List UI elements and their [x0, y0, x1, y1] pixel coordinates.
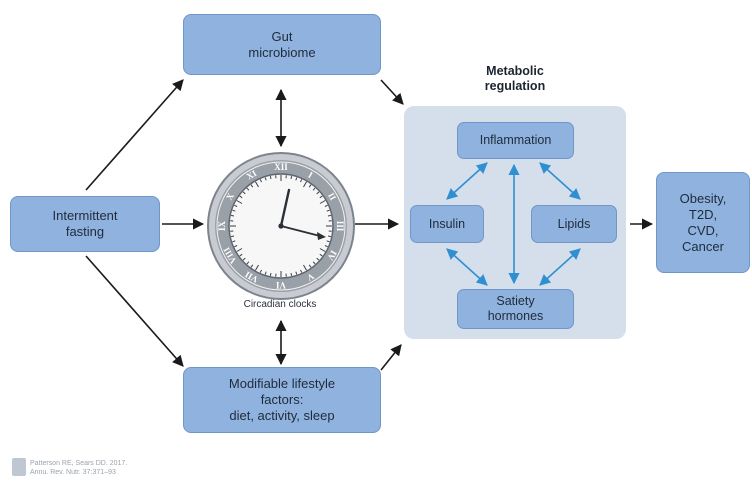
credit-line-2: Annu. Rev. Nutr. 37:371–93 — [30, 469, 116, 476]
clock-tick — [232, 209, 236, 212]
clock-tick — [326, 240, 330, 243]
clock-tick — [242, 191, 246, 195]
lifestyle-factors-box: Modifiable lifestyle factors: diet, acti… — [183, 367, 381, 433]
arrow-lifestyle-to-metabolic — [380, 344, 402, 371]
clock-numeral: II — [326, 191, 338, 202]
clock-tick — [316, 257, 320, 261]
clock-tick — [239, 253, 243, 257]
clock-tick — [269, 175, 272, 180]
clock-tick — [269, 272, 272, 277]
clock-tick — [319, 248, 326, 252]
insulin-box: Insulin — [410, 205, 484, 243]
clock-tick — [319, 195, 323, 199]
satiety-hormones-box: Satiety hormones — [457, 289, 574, 329]
clock-tick — [308, 264, 312, 268]
intermittent-fasting-box: Intermittent fasting — [10, 196, 160, 252]
circadian-clocks-caption: Circadian clocks — [243, 299, 317, 310]
arrow-fasting-to-lifestyle — [85, 255, 184, 367]
arrow-insulin-satiety — [446, 248, 488, 286]
clock-minute-hand — [280, 225, 321, 237]
arrow-inflammation-lipids — [539, 162, 581, 200]
inflammation-box: Inflammation — [457, 122, 574, 159]
clock-tick — [236, 200, 243, 204]
clock-tick — [230, 235, 235, 238]
arrow-fasting-to-gut — [85, 79, 184, 191]
clock-tick — [259, 179, 262, 183]
clock-tick — [255, 181, 259, 188]
clock-tick — [319, 200, 326, 204]
clock-hour-hand — [279, 188, 291, 228]
clock-tick — [255, 264, 259, 271]
clock-tick — [246, 187, 250, 191]
clock-tick — [312, 187, 316, 191]
clock-tick — [300, 179, 303, 183]
arrow-lipids-satiety — [539, 248, 581, 286]
clock-tick — [246, 261, 250, 265]
clock-tick — [300, 269, 303, 273]
clock-numeral: X — [224, 191, 236, 202]
clock-tick — [242, 257, 246, 261]
clock-tick — [264, 271, 267, 275]
clock-tick — [316, 191, 320, 195]
credit-line-1: Patterson RE, Sears DD. 2017. — [30, 460, 128, 467]
clock-tick — [230, 214, 235, 217]
clock-tick — [303, 264, 307, 271]
arrow-gut-to-metabolic — [380, 79, 404, 105]
clock-tick — [239, 195, 243, 199]
clock-tick — [324, 204, 328, 207]
clock-tick — [295, 177, 298, 181]
clock-numeral: VI — [276, 280, 286, 290]
clock-tick — [234, 245, 238, 248]
clock-numeral: XII — [274, 162, 288, 172]
clock-tick — [250, 264, 254, 268]
lipids-box: Lipids — [531, 205, 617, 243]
clock-numeral: V — [305, 271, 316, 283]
clock-tick — [295, 271, 298, 275]
clock-tick — [326, 209, 330, 212]
clock-tick — [308, 184, 312, 188]
clock-tick — [259, 269, 262, 273]
clock-numeral: I — [306, 170, 314, 181]
clock-tick — [234, 204, 238, 207]
arrow-inflammation-insulin — [446, 162, 488, 200]
clock-tick — [232, 240, 236, 243]
clock-tick — [319, 253, 323, 257]
clock-tick — [250, 184, 254, 188]
clock-tick — [312, 261, 316, 265]
clock-numeral: IX — [217, 221, 227, 232]
clock-numeral: III — [335, 221, 345, 232]
clock-tick — [303, 181, 307, 188]
clock-tick — [236, 248, 243, 252]
outcomes-box: Obesity, T2D, CVD, Cancer — [656, 172, 750, 273]
clock-tick — [290, 175, 293, 180]
clock-tick — [290, 272, 293, 277]
gut-microbiome-box: Gut microbiome — [183, 14, 381, 75]
clock-tick — [327, 214, 332, 217]
clock-tick — [264, 177, 267, 181]
clock-tick — [324, 245, 328, 248]
clock-tick — [327, 235, 332, 238]
metabolic-regulation-title: Metabolic regulation — [484, 64, 546, 93]
journal-logo-icon — [12, 458, 26, 476]
